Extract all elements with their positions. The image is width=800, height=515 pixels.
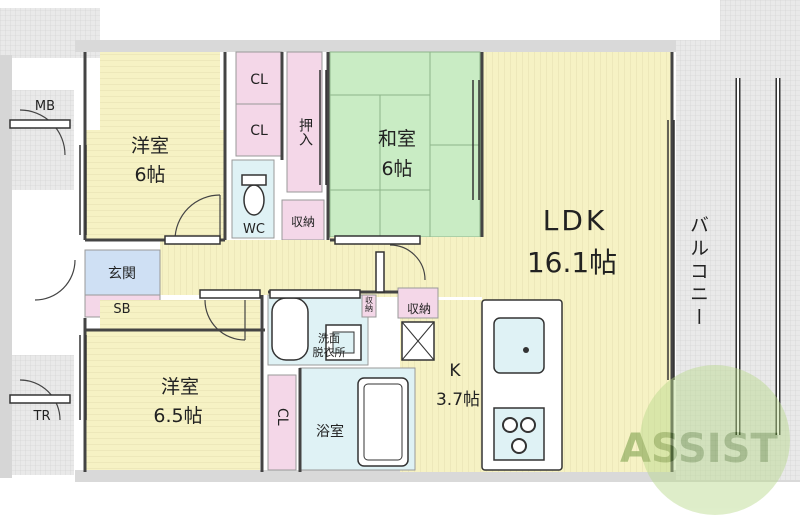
closet-1-label: CL xyxy=(250,72,268,88)
balcony-label: バルコニー xyxy=(687,215,709,330)
closet-2-label: CL xyxy=(250,123,268,139)
ldk-size: 16.1帖 xyxy=(527,246,617,279)
tr-label: TR xyxy=(33,409,51,424)
exterior-wall-bottom xyxy=(0,478,800,515)
closet-3-label: CL xyxy=(274,408,290,426)
oshiire-closet xyxy=(286,51,323,193)
exterior-wall-top xyxy=(75,40,723,52)
storage-wc-label: 収納 xyxy=(291,215,315,229)
kitchen-name: K xyxy=(449,361,461,381)
sink-icon xyxy=(493,317,545,374)
ldk-name: LDK xyxy=(543,204,608,237)
western-room-2-size: 6.5帖 xyxy=(153,405,202,427)
column-top-right xyxy=(720,0,800,40)
western-room-1-name: 洋室 xyxy=(131,135,169,157)
kitchen-size: 3.7帖 xyxy=(436,390,480,410)
assist-watermark-logo: ASSIST xyxy=(620,365,790,515)
japanese-room-name: 和室 xyxy=(378,128,416,150)
tr-area xyxy=(12,355,74,475)
storage-kitchen-label: 収納 xyxy=(407,302,431,316)
exterior-wall-bottom-strip xyxy=(75,470,800,482)
western-room-2-floor-b xyxy=(100,300,260,340)
hallway-floor xyxy=(160,240,390,295)
japanese-room-size: 6帖 xyxy=(381,158,412,180)
watermark-text: ASSIST xyxy=(620,426,778,472)
washbasin-icon xyxy=(271,297,309,361)
sb-label: SB xyxy=(113,302,130,317)
closet-2 xyxy=(235,103,283,157)
western-room-2-name: 洋室 xyxy=(161,376,199,398)
storage-kitchen xyxy=(397,287,439,319)
western-room-1-floor-b xyxy=(85,130,225,240)
exterior-wall-left xyxy=(0,55,12,515)
entrance-floor xyxy=(84,249,161,296)
mb-label: MB xyxy=(35,99,55,114)
bath-label: 浴室 xyxy=(316,423,344,440)
washroom-label-1: 洗面 xyxy=(318,332,340,345)
mb-area xyxy=(12,90,74,190)
western-room-1-size: 6帖 xyxy=(134,164,165,186)
toilet-icon xyxy=(243,184,265,216)
storage-small xyxy=(361,294,377,318)
oshiire-label: 押入 xyxy=(297,118,313,146)
washroom-label-2: 脱衣所 xyxy=(313,345,346,359)
closet-3 xyxy=(267,374,297,471)
entrance-label: 玄関 xyxy=(108,265,136,282)
western-room-2-floor xyxy=(85,330,260,470)
wc-label: WC xyxy=(243,222,265,237)
storage-small-label: 収納 xyxy=(365,295,374,313)
